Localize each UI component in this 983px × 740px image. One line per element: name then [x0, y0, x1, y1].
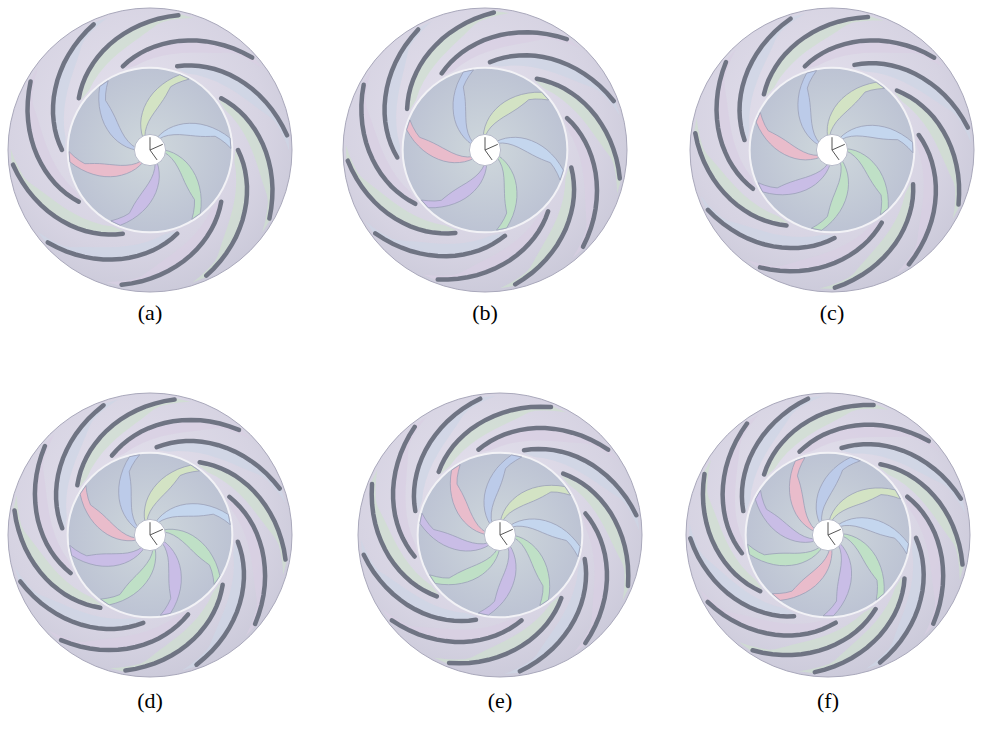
diffuser-vane-edge [585, 514, 607, 644]
diffuser-vane-edge [392, 620, 522, 642]
axis-mark [150, 529, 163, 535]
impeller-blade [119, 455, 140, 530]
subfigure-label: (d) [137, 688, 163, 714]
impeller-blade [772, 549, 832, 601]
impeller-blade [157, 123, 231, 148]
impeller-shroud [68, 68, 233, 233]
subfigure-label: (e) [488, 688, 512, 714]
impeller-shroud [403, 68, 568, 233]
axis-mark [150, 535, 157, 545]
axis-mark [150, 137, 151, 150]
diffuser-vane-edge [567, 118, 597, 247]
diffuser-vane-edge [375, 233, 505, 256]
impeller-blade [840, 125, 913, 152]
axis-mark [150, 522, 151, 535]
impeller-blade [811, 160, 848, 230]
impeller-blade [69, 152, 143, 177]
axis-mark [150, 150, 157, 160]
diffuser-disc [358, 393, 642, 677]
hub [134, 519, 165, 550]
axis-mark [828, 535, 835, 545]
impeller-blade [846, 149, 888, 215]
impeller-shroud [746, 453, 911, 618]
axis-mark [485, 137, 486, 150]
subfigure-label: (b) [472, 300, 498, 326]
pump-impeller [343, 8, 627, 292]
impeller-shroud [418, 453, 583, 618]
impeller-blade [748, 544, 823, 566]
impeller-blade [514, 535, 550, 605]
pump-impeller [8, 8, 292, 292]
impeller-blade [156, 504, 231, 525]
hub [484, 519, 515, 550]
impeller-blade [478, 545, 516, 615]
diffuser-vane-edge [479, 428, 609, 450]
impeller-blade [789, 457, 815, 531]
axis-mark [150, 144, 163, 150]
impeller-blade [798, 71, 820, 146]
impeller-shroud [68, 453, 233, 618]
subfigure-label: (f) [817, 688, 839, 714]
axis-mark [485, 150, 492, 160]
axis-mark [832, 150, 839, 160]
impeller-blade [430, 549, 500, 585]
diffuser-disc [686, 393, 970, 677]
impeller-blade [99, 81, 136, 150]
impeller-blade [160, 541, 181, 616]
hub [812, 519, 843, 550]
axis-mark [500, 535, 507, 545]
impeller-blade [829, 488, 900, 521]
diffuser-vane-edge [48, 234, 177, 260]
axis-mark [500, 522, 501, 535]
impeller-shroud [750, 68, 915, 233]
impeller-blade [758, 164, 830, 195]
diffuser-disc [8, 393, 292, 677]
diffuser-vane [564, 119, 596, 258]
axis-mark [485, 144, 498, 150]
impeller-blade [823, 543, 851, 616]
impeller-blade [497, 156, 517, 231]
pump-impeller [358, 393, 642, 677]
hub [134, 134, 165, 165]
diffuser-disc [8, 8, 292, 292]
axis-mark [828, 529, 841, 535]
diffuser-disc [343, 8, 627, 292]
impeller-blade [450, 465, 486, 535]
axis-mark [832, 144, 845, 150]
hub [469, 134, 500, 165]
impeller-blade [483, 92, 548, 136]
diffuser-vane-edge [393, 427, 415, 557]
impeller-blade [453, 70, 473, 145]
pump-impeller [686, 393, 970, 677]
axis-mark [832, 137, 833, 150]
impeller-blade [164, 150, 201, 219]
impeller-blade [70, 545, 145, 566]
impeller-blade [421, 164, 486, 208]
subfigure-label: (c) [820, 300, 844, 326]
diffuser-vane-edge [123, 40, 252, 66]
hub [816, 134, 847, 165]
diffuser-disc [690, 8, 974, 292]
pump-impeller [8, 393, 292, 677]
impeller-blade [500, 485, 570, 521]
subfigure-label: (a) [138, 300, 162, 326]
axis-mark [500, 529, 513, 535]
pump-impeller [690, 8, 974, 292]
axis-mark [828, 522, 829, 535]
impeller-blade [496, 137, 563, 180]
